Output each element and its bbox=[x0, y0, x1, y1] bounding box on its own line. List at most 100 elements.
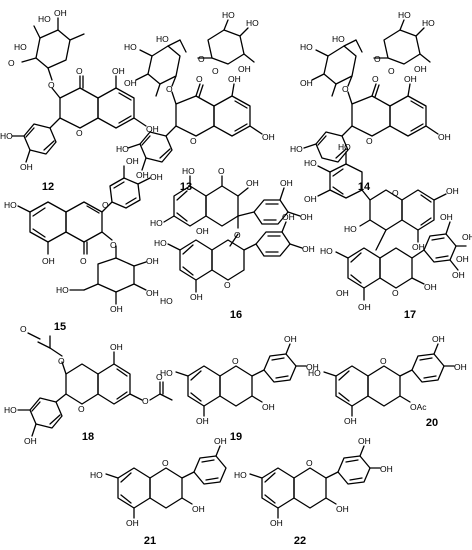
label: O bbox=[218, 166, 225, 176]
label: O bbox=[212, 66, 219, 76]
label: OH bbox=[440, 212, 453, 222]
label: O bbox=[162, 458, 169, 468]
label: OH bbox=[262, 132, 275, 142]
label: HO bbox=[150, 218, 163, 228]
label: HO bbox=[320, 246, 333, 256]
label: OH bbox=[196, 416, 209, 426]
label: OH bbox=[24, 436, 37, 446]
label: O bbox=[392, 188, 399, 198]
label: OH bbox=[358, 436, 371, 446]
label: OH bbox=[302, 244, 315, 254]
label: OH bbox=[284, 334, 297, 344]
compound-number: 18 bbox=[82, 431, 94, 443]
label: OH bbox=[424, 282, 437, 292]
label: OH bbox=[192, 504, 205, 514]
label: OH bbox=[20, 162, 33, 172]
compound-16: HO O OH OH HO OH OH O OH HO O OH OH HO 1… bbox=[150, 166, 315, 321]
label: OH bbox=[380, 464, 393, 474]
label: O bbox=[388, 66, 395, 76]
compound-13: HO HO OH O O HO HO OH O OH O OH O HO OH … bbox=[116, 10, 275, 193]
label: OH bbox=[146, 124, 159, 134]
label: OH bbox=[336, 504, 349, 514]
compound-18: O OH O HO OH O O O 18 bbox=[4, 324, 173, 446]
label: HO bbox=[332, 34, 345, 44]
label: HO bbox=[160, 296, 173, 306]
label: HO bbox=[124, 42, 137, 52]
compound-number: 22 bbox=[294, 535, 306, 547]
label: HO bbox=[222, 10, 235, 20]
label: HO bbox=[344, 224, 357, 234]
label: OH bbox=[304, 194, 317, 204]
label: HO bbox=[56, 285, 69, 295]
label: OH bbox=[190, 292, 203, 302]
compound-14: HO HO OH O O HO HO OH O OH O OH O HO 14 bbox=[290, 10, 451, 193]
label: HO bbox=[422, 18, 435, 28]
label: OH bbox=[446, 186, 459, 196]
compound-19: HO O OH OH OH OH 19 bbox=[160, 334, 319, 443]
label: O bbox=[306, 458, 313, 468]
compound-17: HO HO OH O OH HO OH OH OH HO O OH OH OH … bbox=[304, 142, 472, 321]
label: O bbox=[232, 356, 239, 366]
compound-number: 16 bbox=[230, 309, 242, 321]
compound-number: 17 bbox=[404, 309, 416, 321]
label: O bbox=[58, 356, 65, 366]
label: HO bbox=[308, 368, 321, 378]
label: O bbox=[80, 256, 87, 266]
label: OH bbox=[456, 254, 469, 264]
label: O bbox=[234, 230, 241, 240]
label: OH bbox=[412, 242, 425, 252]
label: HO bbox=[4, 405, 17, 415]
label: O bbox=[342, 84, 349, 94]
label: O bbox=[198, 54, 205, 64]
label: O bbox=[76, 128, 83, 138]
label: O bbox=[20, 324, 27, 334]
label: O bbox=[156, 372, 163, 382]
compound-20: HO O OH OH OH OAc 20 bbox=[308, 334, 467, 429]
label: O bbox=[380, 356, 387, 366]
label: HO bbox=[14, 42, 27, 52]
label: HO bbox=[116, 144, 129, 154]
label: OH bbox=[344, 416, 357, 426]
label: HO bbox=[90, 470, 103, 480]
label: O bbox=[48, 80, 55, 90]
label: OH bbox=[146, 256, 159, 266]
label: OH bbox=[126, 156, 139, 166]
label: O bbox=[142, 396, 149, 406]
label: O bbox=[110, 240, 117, 250]
compound-number: 19 bbox=[230, 431, 242, 443]
label: OH bbox=[300, 78, 313, 88]
label: HO bbox=[338, 142, 351, 152]
label: OH bbox=[246, 178, 259, 188]
label: OH bbox=[432, 334, 445, 344]
label: HO bbox=[290, 144, 303, 154]
label: HO bbox=[304, 158, 317, 168]
label: OH bbox=[110, 304, 123, 314]
label: OH bbox=[214, 436, 227, 446]
label: HO bbox=[0, 131, 13, 141]
label: HO bbox=[38, 14, 51, 24]
label: HO bbox=[160, 368, 173, 378]
label: OH bbox=[262, 402, 275, 412]
label: HO bbox=[154, 238, 167, 248]
label: OH bbox=[238, 64, 251, 74]
compound-22: HO O OH OH OH OH 22 bbox=[234, 436, 393, 547]
label: HO bbox=[234, 470, 247, 480]
label: OH bbox=[228, 74, 241, 84]
label: O bbox=[190, 136, 197, 146]
label: O bbox=[224, 280, 231, 290]
compound-number: 21 bbox=[144, 535, 156, 547]
label: OH bbox=[110, 342, 123, 352]
compound-15: OH HO O OH OH O O OH HO OH OH 15 bbox=[4, 156, 163, 333]
label: OH bbox=[136, 170, 149, 180]
label: OH bbox=[404, 74, 417, 84]
label: OH bbox=[196, 226, 209, 236]
compound-21: HO O OH OH OH 21 bbox=[90, 436, 227, 547]
label: O bbox=[102, 200, 109, 210]
label: HO bbox=[246, 18, 259, 28]
label: OH bbox=[452, 270, 465, 280]
label: OH bbox=[150, 172, 163, 182]
label: HO bbox=[156, 34, 169, 44]
label: OH bbox=[462, 232, 472, 242]
